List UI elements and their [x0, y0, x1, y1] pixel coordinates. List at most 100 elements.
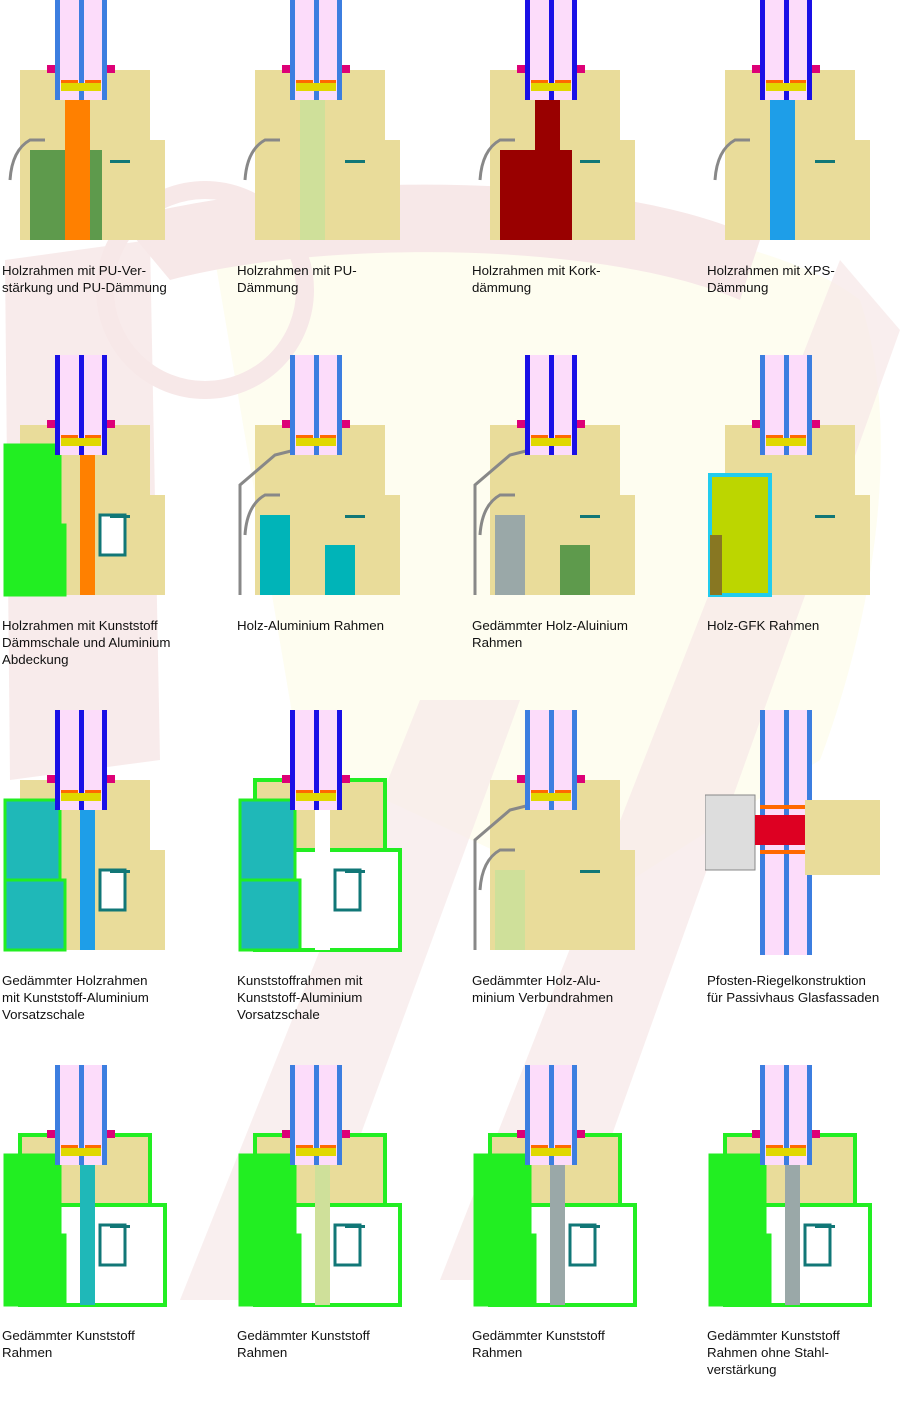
gasket-teal: [815, 515, 835, 518]
frame-diagram-kunststoff-1: Gedämmter Kunststoff Rahmen: [0, 1065, 225, 1405]
pressure-plate: [705, 794, 756, 871]
insulation-side: [560, 900, 590, 950]
glazing-seal: [517, 1130, 525, 1138]
spacer-fill: [296, 793, 336, 801]
insulation-side: [325, 545, 355, 595]
glass-pane: [55, 710, 60, 810]
glazing-seal: [282, 65, 290, 73]
glass-pane: [337, 0, 342, 100]
frame-diagram-kork: Holzrahmen mit Kork- dämmung: [470, 0, 695, 340]
gasket-teal: [815, 1225, 835, 1228]
insulation-core: [80, 1165, 95, 1305]
glass-pane: [337, 1065, 342, 1165]
glazing-seal: [342, 775, 350, 783]
frame-cross-section: [705, 710, 880, 955]
insulated-shell-upper: [708, 1153, 767, 1237]
glazing-seal: [282, 775, 290, 783]
diagram-caption: Kunststoffrahmen mit Kunststoff-Aluminiu…: [237, 973, 363, 1022]
spacer-edge: [555, 790, 571, 793]
spacer-edge: [531, 1145, 548, 1148]
glass-pane: [290, 0, 295, 100]
spacer-fill: [531, 83, 571, 91]
glazing-seal: [517, 65, 525, 73]
insulation-side-right: [325, 150, 337, 240]
glass-pane: [760, 0, 765, 100]
glazing-seal: [577, 420, 585, 428]
frame-cross-section: [478, 0, 635, 240]
insulated-shell-lower: [708, 1233, 772, 1307]
gasket-teal: [345, 870, 365, 873]
glass-pane: [290, 355, 295, 455]
diagram-caption: Holzrahmen mit XPS- Dämmung: [707, 263, 835, 295]
frame-diagram-holz-gfk: Holz-GFK Rahmen: [705, 355, 901, 695]
glazing-seal: [752, 65, 760, 73]
glazing-seal: [577, 1130, 585, 1138]
gasket-teal: [580, 1225, 600, 1228]
glass-pane: [102, 0, 107, 100]
glass-pane: [807, 0, 812, 100]
diagram-caption: Holz-GFK Rahmen: [707, 618, 820, 633]
frame-cross-section: [473, 710, 635, 950]
aluminium-cladding: [473, 803, 531, 950]
gasket-teal: [110, 1225, 130, 1228]
spacer-fill: [766, 438, 806, 446]
spacer: [760, 805, 812, 809]
spacer-fill: [531, 438, 571, 446]
insulated-shell-upper: [473, 1153, 532, 1237]
spacer-fill: [296, 1148, 336, 1156]
glass-pane: [314, 710, 319, 810]
insulation-core: [80, 810, 95, 950]
glass-pane: [807, 1065, 812, 1165]
insulation-core: [80, 455, 95, 595]
frame-diagram-pfosten-riegel: Pfosten-Riegelkonstruktion für Passivhau…: [705, 710, 901, 1050]
weather-drip: [243, 493, 280, 536]
diagram-caption: Gedämmter Kunststoff Rahmen ohne Stahl- …: [707, 1328, 840, 1377]
glass-pane: [290, 710, 295, 810]
frame-diagram-holz-alu: Holz-Aluminium Rahmen: [235, 355, 460, 695]
glass-pane: [760, 1065, 765, 1165]
weather-drip: [478, 848, 515, 891]
spacer-edge: [790, 435, 806, 438]
glass-pane: [784, 1065, 789, 1165]
glass-pane: [314, 1065, 319, 1165]
spacer-edge: [61, 790, 78, 793]
insulation-core: [315, 810, 330, 950]
wood-mullion: [805, 800, 880, 875]
spacer-edge: [766, 80, 783, 83]
gasket-teal: [815, 160, 835, 163]
glass-pane: [79, 1065, 84, 1165]
glass-pane: [549, 710, 554, 810]
gasket-teal: [345, 515, 365, 518]
reinforcement-chamber: [98, 513, 127, 557]
spacer-fill: [61, 793, 101, 801]
glass-pane: [807, 355, 812, 455]
spacer-fill: [531, 793, 571, 801]
insulated-shell-lower: [238, 1233, 302, 1307]
reinforcement-chamber: [98, 868, 127, 912]
diagram-caption: Gedämmter Holz-Aluinium Rahmen: [472, 618, 628, 650]
glazing-seal: [812, 420, 820, 428]
reinforcement-chamber: [333, 868, 362, 912]
diagram-caption: Gedämmter Holzrahmen mit Kunststoff-Alum…: [2, 973, 149, 1022]
gasket-teal: [345, 1225, 365, 1228]
insulated-shell-upper: [238, 1153, 297, 1237]
insulated-shell-upper: [3, 798, 62, 882]
spacer-edge: [85, 435, 101, 438]
spacer-edge: [320, 790, 336, 793]
reinforcement-chamber: [568, 1223, 597, 1267]
frame-cross-section: [473, 1065, 637, 1307]
glazing-seal: [342, 420, 350, 428]
glazing-seal: [107, 775, 115, 783]
insulation-side-left: [735, 150, 770, 240]
spacer-edge: [85, 790, 101, 793]
diagram-caption: Gedämmter Holz-Alu- minium Verbundrahmen: [472, 973, 614, 1005]
gasket-teal: [110, 515, 130, 518]
spacer-edge: [61, 1145, 78, 1148]
diagram-caption: Gedämmter Kunststoff Rahmen: [472, 1328, 605, 1360]
glazing-seal: [342, 1130, 350, 1138]
spacer: [760, 850, 812, 854]
glass-pane: [572, 355, 577, 455]
aluminium-cladding: [238, 448, 296, 595]
frame-cross-section: [708, 1065, 872, 1307]
glass-pane: [79, 355, 84, 455]
